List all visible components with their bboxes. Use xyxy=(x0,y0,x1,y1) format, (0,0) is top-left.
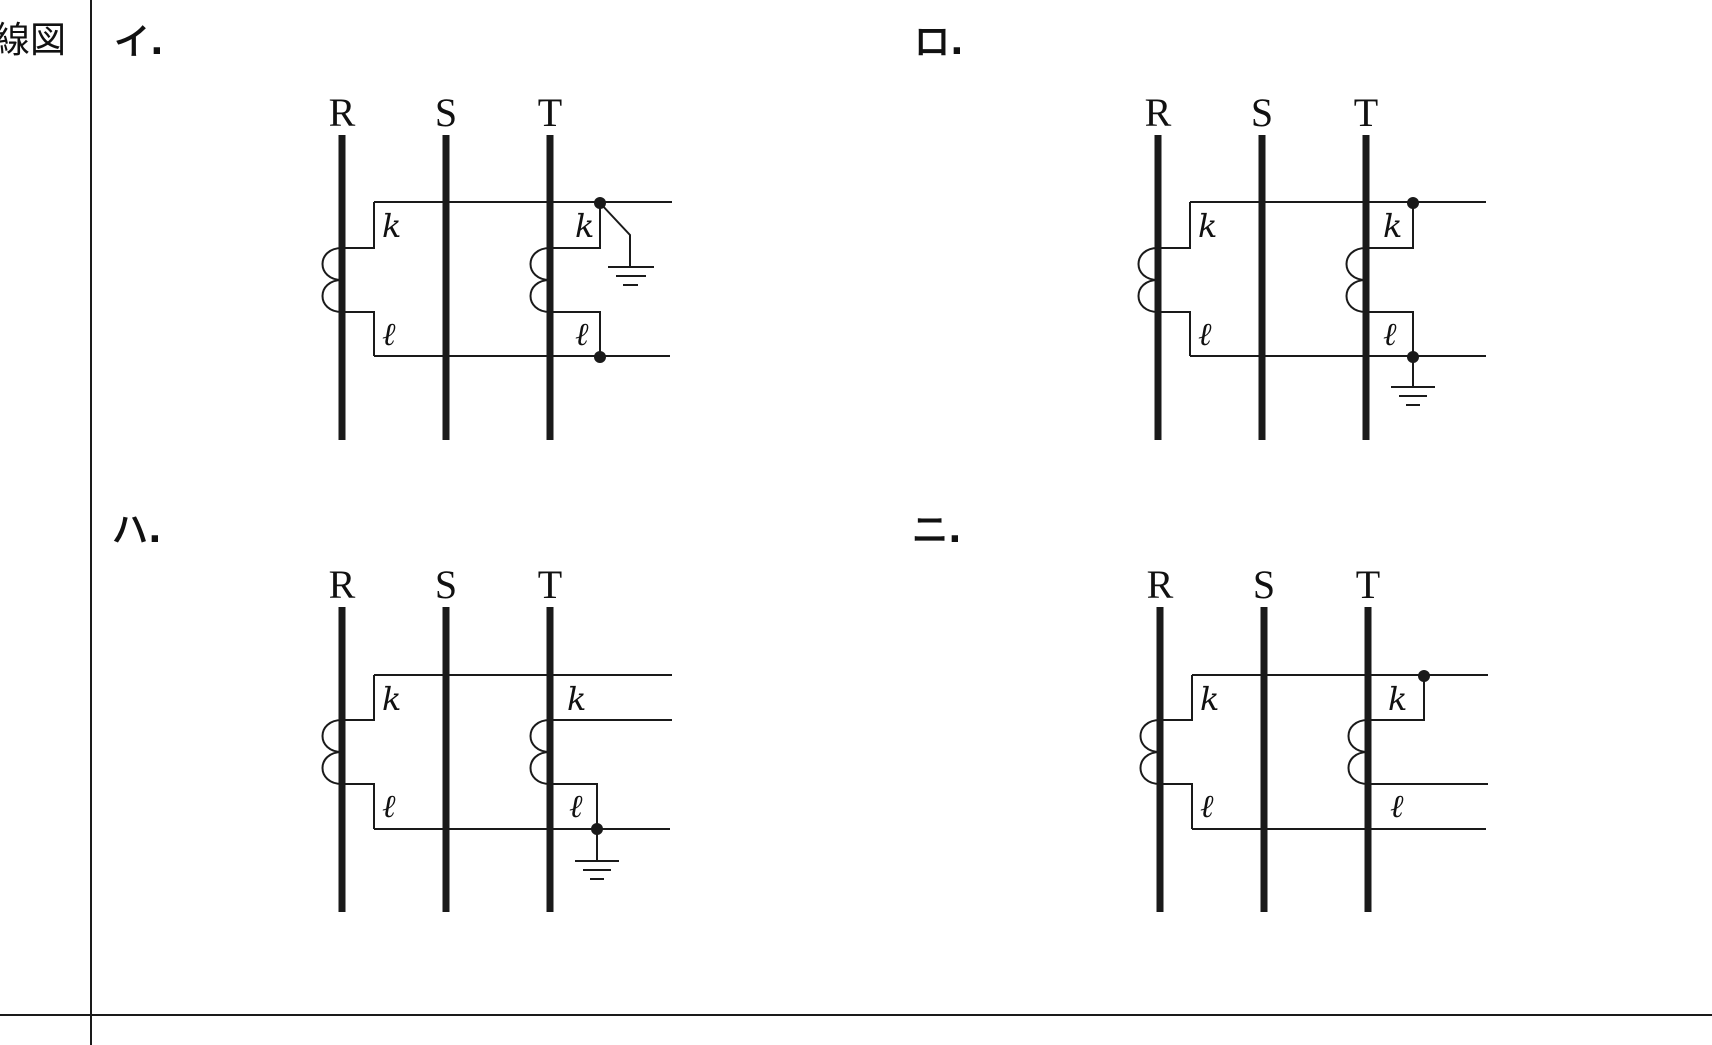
phase-label-s: S xyxy=(435,562,457,607)
phase-label-s: S xyxy=(1251,90,1273,135)
ct-t-l-lead xyxy=(1366,311,1414,357)
ct-coil-r xyxy=(321,247,343,313)
terminal-r-k: k xyxy=(1200,680,1219,718)
ct-coil-r xyxy=(321,719,343,785)
phase-label-t: T xyxy=(538,90,562,135)
terminal-t-k: k xyxy=(567,680,586,718)
option-ni: ニ. R S T k ℓ k ℓ xyxy=(912,510,1488,912)
terminal-t-k: k xyxy=(1383,207,1402,245)
ct-r-l-lead xyxy=(342,783,375,829)
terminal-t-k: k xyxy=(1388,680,1407,718)
phase-label-r: R xyxy=(329,90,356,135)
ct-r-l-lead xyxy=(342,311,375,356)
phase-label-t: T xyxy=(538,562,562,607)
ct-coil-t xyxy=(1345,247,1367,313)
side-label: 線図 xyxy=(0,20,66,61)
option-i: イ. R S T k ℓ k ℓ xyxy=(114,22,672,440)
option-label: ロ. xyxy=(914,22,964,63)
ct-t-l-lead xyxy=(550,783,598,829)
terminal-t-l: ℓ xyxy=(1383,315,1397,353)
ct-coil-r xyxy=(1137,247,1159,313)
option-label: ハ. xyxy=(112,510,162,551)
junction-dot-k xyxy=(1407,197,1419,209)
junction-dot-k xyxy=(1418,670,1430,682)
ct-r-l-lead xyxy=(1160,783,1193,829)
ct-r-k-lead xyxy=(342,675,375,721)
ground-symbol xyxy=(1391,357,1435,406)
ct-r-k-lead xyxy=(342,202,375,249)
junction-dot-l xyxy=(594,351,606,363)
option-ha: ハ. R S T k ℓ k ℓ xyxy=(112,510,672,912)
terminal-t-l: ℓ xyxy=(575,315,589,353)
terminal-r-l: ℓ xyxy=(1200,787,1214,825)
terminal-r-k: k xyxy=(1198,207,1217,245)
phase-label-s: S xyxy=(1253,562,1275,607)
phase-label-t: T xyxy=(1356,562,1380,607)
phase-label-t: T xyxy=(1354,90,1378,135)
ct-t-l-lead xyxy=(550,311,601,357)
ct-coil-t xyxy=(529,247,551,313)
ct-r-k-lead xyxy=(1158,202,1191,249)
phase-label-s: S xyxy=(435,90,457,135)
terminal-r-k: k xyxy=(382,207,401,245)
ct-t-k-lead xyxy=(1366,203,1414,249)
ct-coil-t xyxy=(529,719,551,785)
terminal-t-l: ℓ xyxy=(569,787,583,825)
ct-coil-r xyxy=(1139,719,1161,785)
phase-label-r: R xyxy=(329,562,356,607)
terminal-r-k: k xyxy=(382,680,401,718)
option-label: イ. xyxy=(114,22,164,63)
terminal-r-l: ℓ xyxy=(1198,315,1212,353)
phase-label-r: R xyxy=(1147,562,1174,607)
ground-symbol xyxy=(575,829,619,880)
terminal-r-l: ℓ xyxy=(382,315,396,353)
ct-t-k-lead xyxy=(550,203,601,249)
terminal-t-l: ℓ xyxy=(1390,787,1404,825)
option-ro: ロ. R S T k ℓ k ℓ xyxy=(914,22,1486,440)
option-label: ニ. xyxy=(912,510,962,551)
ground-symbol xyxy=(599,202,654,286)
phase-label-r: R xyxy=(1145,90,1172,135)
ct-r-k-lead xyxy=(1160,675,1193,721)
terminal-t-k: k xyxy=(575,207,594,245)
ct-t-k-lead xyxy=(1368,676,1425,721)
ct-coil-t xyxy=(1347,719,1369,785)
ct-r-l-lead xyxy=(1158,311,1191,356)
terminal-r-l: ℓ xyxy=(382,787,396,825)
